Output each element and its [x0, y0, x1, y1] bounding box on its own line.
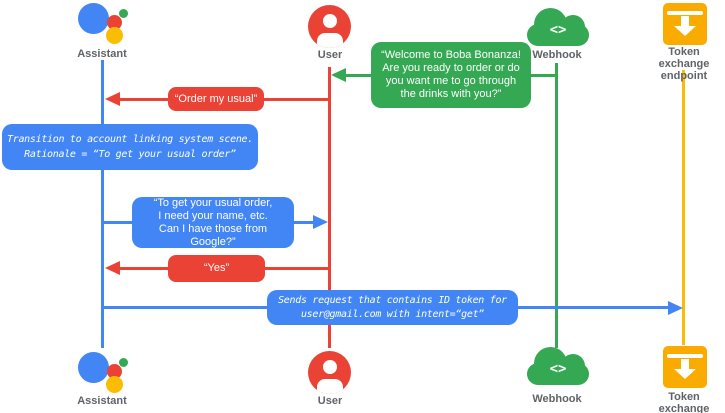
- ask-permission-bubble: “To get your usual order, I need your na…: [132, 197, 294, 248]
- order-my-usual-bubble: “Order my usual”: [168, 87, 264, 111]
- arrowhead-right-icon: [668, 300, 683, 315]
- transition-system-bubble: Transition to account linking system sce…: [2, 124, 258, 170]
- user-icon: [308, 351, 351, 394]
- welcome-message-bubble: “Welcome to Boba Bonanza! Are you ready …: [371, 42, 531, 108]
- code-brackets-icon: <>: [549, 361, 567, 377]
- google-assistant-icon: [70, 349, 134, 395]
- arrowhead-left-icon: [105, 261, 120, 275]
- webhook-lifeline: [555, 63, 558, 348]
- token-exchange-icon: [663, 3, 707, 45]
- webhook-cloud-icon: <>: [527, 347, 589, 385]
- webhook-cloud-icon: <>: [527, 8, 589, 46]
- token-endpoint-lifeline: [682, 70, 685, 345]
- token-slot: [667, 11, 703, 15]
- arrowhead-left-icon: [105, 92, 120, 106]
- token-exchange-icon: [663, 346, 707, 388]
- code-brackets-icon: <>: [549, 22, 567, 38]
- user-torso: [317, 33, 343, 48]
- arrowhead-left-icon: [331, 68, 346, 82]
- user-head: [323, 14, 337, 28]
- assistant-lifeline: [101, 60, 104, 348]
- assistant-blue-dot: [78, 3, 109, 34]
- user-label-bottom: User: [317, 395, 343, 407]
- user-label-top: User: [317, 49, 343, 61]
- token-label-bottom: Token exchange endpoint: [658, 391, 710, 413]
- user-icon: [308, 5, 351, 48]
- webhook-label-top: Webhook: [532, 49, 582, 61]
- assistant-yellow-dot: [106, 27, 123, 44]
- sends-request-bubble: Sends request that contains ID token for…: [267, 290, 518, 325]
- user-lifeline: [328, 67, 331, 348]
- download-arrow-icon: [681, 16, 689, 26]
- assistant-label-bottom: Assistant: [77, 395, 127, 407]
- assistant-red-dot: [107, 15, 122, 30]
- token-label-top: Token exchange endpoint: [658, 46, 710, 82]
- yes-bubble: “Yes”: [168, 255, 265, 282]
- google-assistant-icon: [70, 0, 134, 46]
- arrowhead-right-icon: [313, 215, 328, 229]
- assistant-label-top: Assistant: [77, 48, 127, 60]
- webhook-label-bottom: Webhook: [532, 393, 582, 405]
- assistant-green-dot: [119, 9, 128, 18]
